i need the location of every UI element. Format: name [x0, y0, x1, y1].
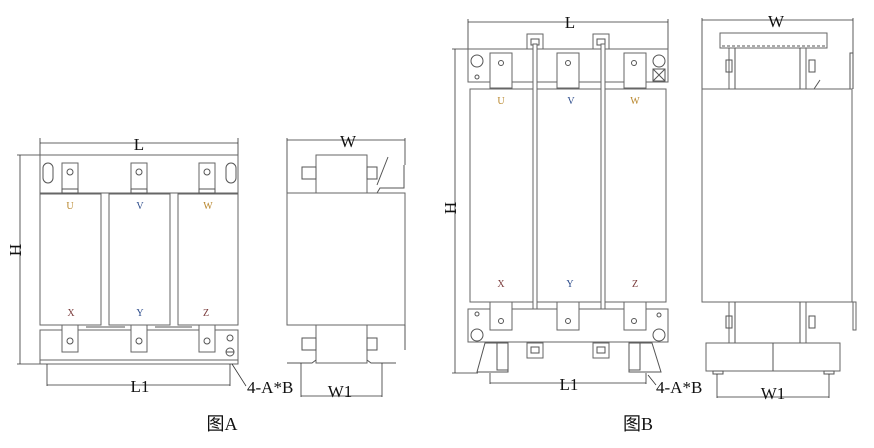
figure-a-front-view [17, 138, 247, 387]
dim-h-label: H [441, 202, 460, 214]
terminal [489, 52, 513, 89]
figure-a-caption: 图A [207, 414, 238, 434]
terminal [623, 301, 647, 331]
coil-v [108, 193, 171, 326]
terminal [130, 324, 148, 353]
figure-a-side-view [286, 138, 406, 397]
phase-label: V [136, 201, 144, 212]
dim-h-label: H [6, 244, 25, 256]
coil-w [177, 193, 239, 326]
terminal [61, 162, 79, 194]
phase-label: Z [203, 308, 209, 319]
phase-label: W [203, 201, 213, 212]
terminal [198, 324, 216, 353]
dim-w1-label: W1 [761, 384, 786, 403]
mount-holes-label: 4-A*B [656, 378, 702, 397]
figure-b-caption: 图B [623, 414, 653, 434]
dim-w-label: W [768, 12, 785, 31]
phase-label: W [630, 96, 640, 107]
terminal [556, 52, 580, 89]
dim-w1-label: W1 [328, 382, 353, 401]
mount-holes-label: 4-A*B [247, 378, 293, 397]
phase-label: X [67, 308, 75, 319]
terminal [61, 324, 79, 353]
phase-label: Y [566, 279, 573, 290]
terminal [623, 52, 647, 89]
coil-u [39, 193, 102, 326]
phase-label: V [567, 96, 575, 107]
dim-w-label: W [340, 132, 357, 151]
dim-l-label: L [134, 135, 144, 154]
phase-label: U [497, 96, 505, 107]
figure-b-front-view [452, 19, 669, 386]
phase-label: U [66, 201, 74, 212]
terminal [198, 162, 216, 194]
terminal [556, 301, 580, 331]
terminal [130, 162, 148, 194]
figure-b-side-view [701, 18, 857, 398]
phase-label: Y [136, 308, 143, 319]
phase-label: Z [632, 279, 638, 290]
phase-label: X [497, 279, 505, 290]
terminal [489, 301, 513, 331]
dim-l1-label: L1 [131, 377, 150, 396]
dim-l1-label: L1 [560, 375, 579, 394]
dim-l-label: L [565, 13, 575, 32]
